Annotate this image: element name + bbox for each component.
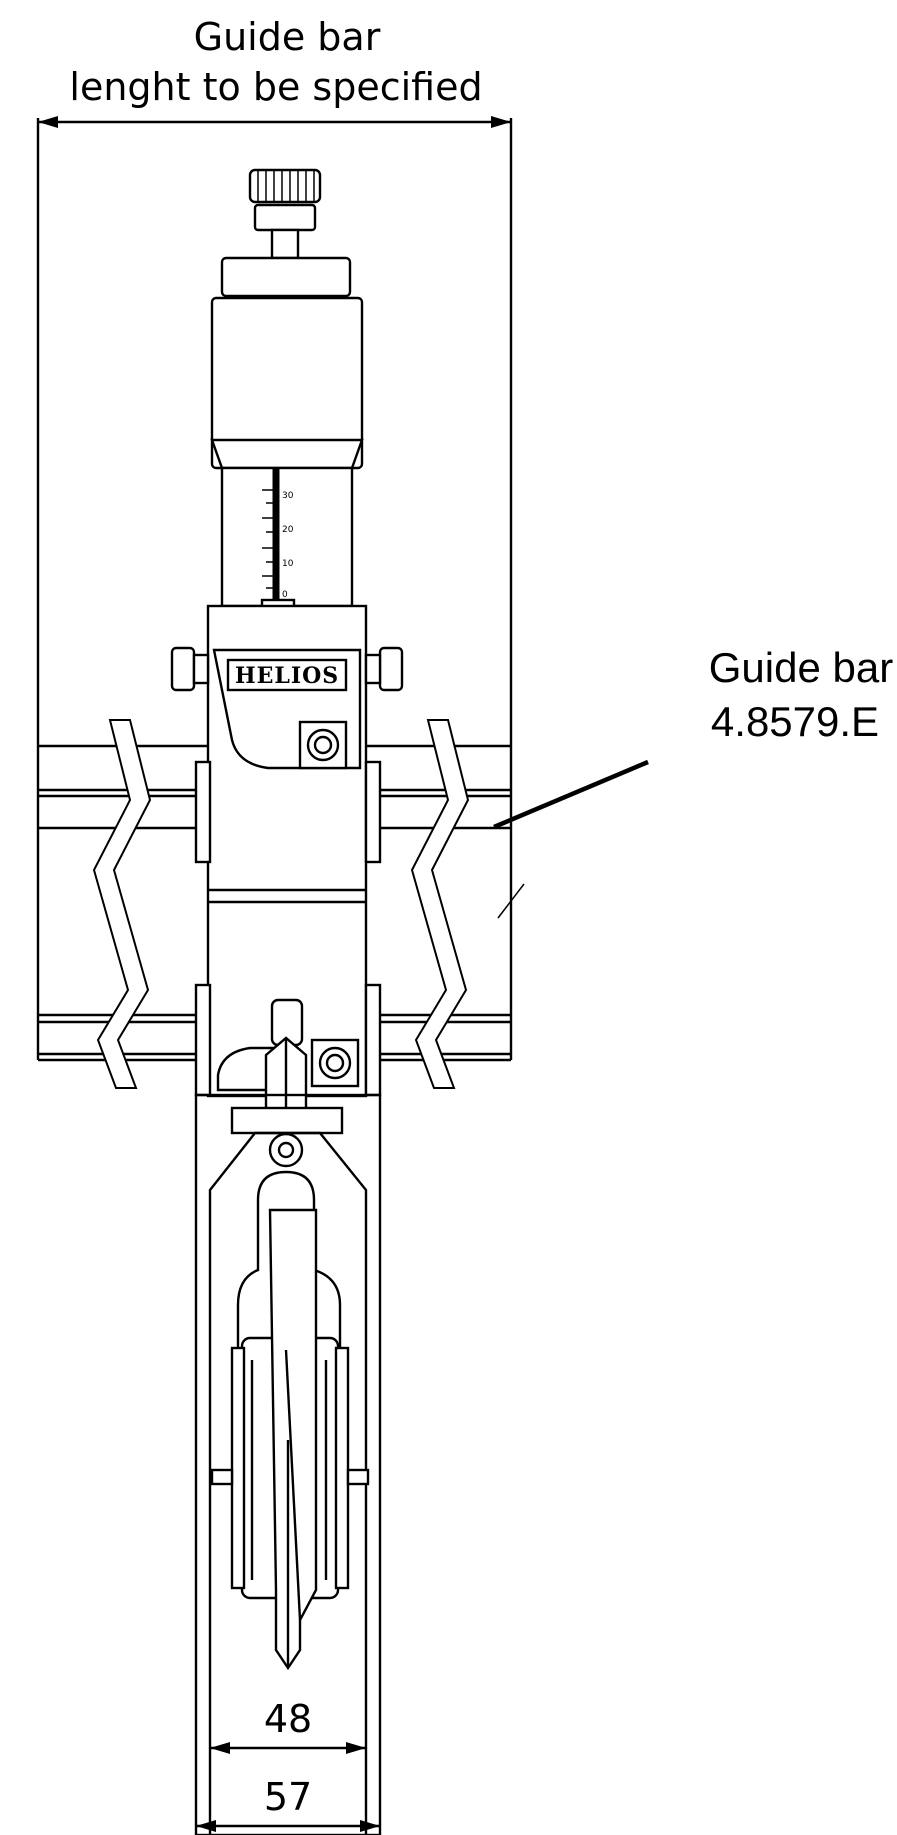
scale-tick-20: 20 [282,525,294,535]
dimension-57-label: 57 [264,1775,312,1819]
guide-bar-length-label-2: lenght to be specified [69,65,482,109]
callout-label-2: 4.8579.E [711,698,879,745]
width-dimension-57: 57 [196,1775,380,1832]
guide-bar-length-label-1: Guide bar [194,15,381,59]
scale-tick-30: 30 [282,491,294,501]
scale-tick-0: 0 [282,590,288,600]
brand-label: HELIOS [235,663,339,689]
scale-tick-10: 10 [282,559,294,569]
main-housing: HELIOS [170,604,404,1168]
blade-carrier [194,1093,382,1835]
width-dimension-48: 48 [210,1697,366,1754]
callout-label-1: Guide bar [709,644,893,691]
micrometer-head: 30 20 10 0 [210,168,364,610]
dimension-48-label: 48 [264,1697,312,1741]
guide-bar-callout: Guide bar 4.8579.E [493,644,893,830]
guide-bar-length-dimension: Guide bar lenght to be specified [36,15,513,746]
